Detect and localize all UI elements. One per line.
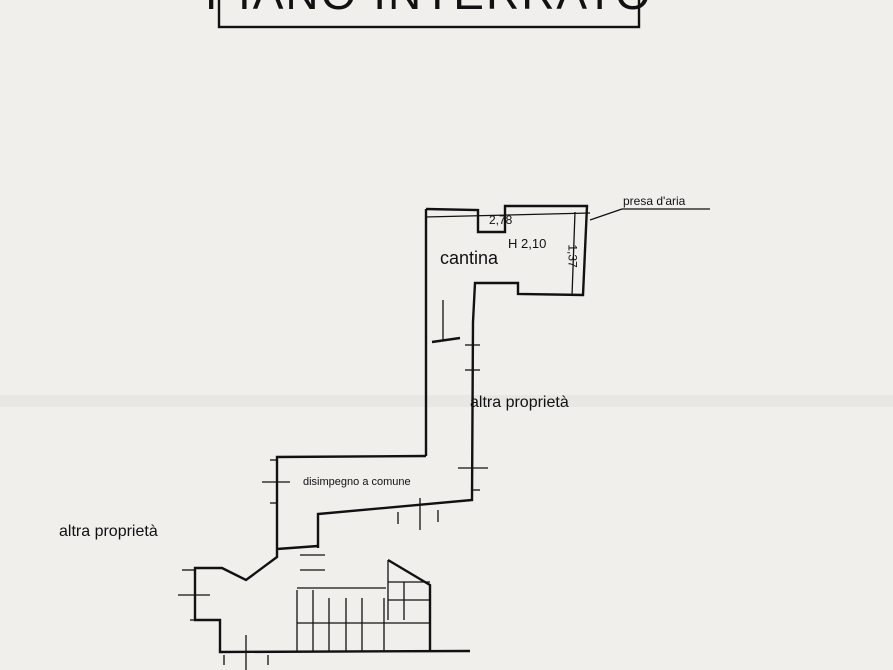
corridor-right-wall	[316, 321, 475, 548]
title-box	[217, 0, 641, 29]
height-label: H 2,10	[508, 236, 547, 251]
room-label-cantina: cantina	[440, 248, 499, 268]
leader-presa-aria	[589, 208, 623, 221]
presa-aria-label: presa d'aria	[623, 194, 686, 208]
paper-fold	[0, 395, 893, 407]
title-text: PIANO INTERRATO	[205, 0, 652, 19]
wall-ticks	[178, 344, 488, 670]
disimpegno-label: disimpegno a comune	[303, 476, 411, 488]
width-dimension: 2,78	[489, 213, 513, 227]
cantina-walls	[425, 204, 589, 323]
diagonal-wall	[387, 558, 432, 651]
altra-proprieta-left-label: altra proprietà	[59, 523, 158, 540]
disimpegno-walls	[275, 454, 427, 549]
altra-proprieta-right-label: altra proprietà	[470, 394, 569, 411]
lower-area-walls	[193, 544, 471, 654]
dimension-line-width	[424, 212, 591, 218]
door-arrow-icon	[431, 336, 461, 344]
depth-dimension: 1,37	[565, 244, 580, 268]
storage-grid	[296, 560, 430, 651]
dimension-line-depth	[571, 211, 576, 297]
